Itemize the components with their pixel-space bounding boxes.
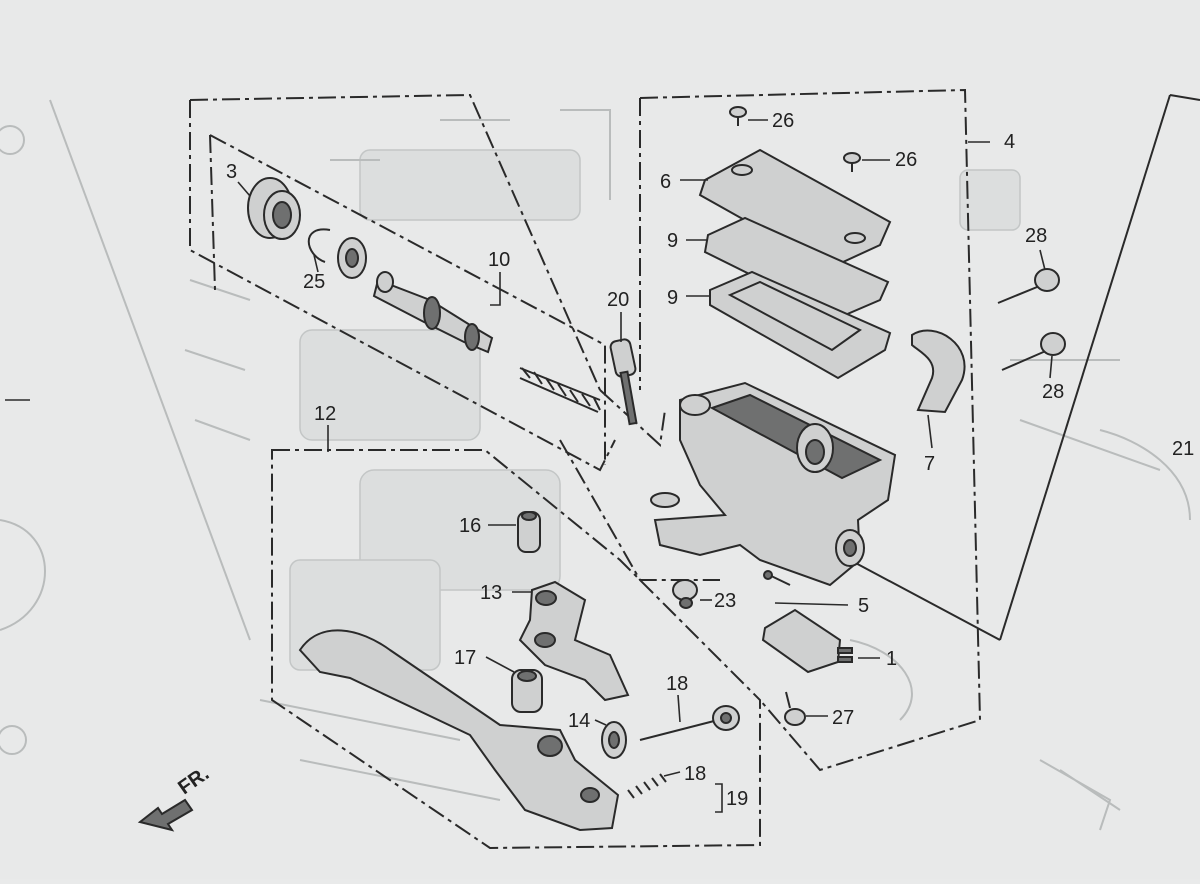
assembly-outlines	[189, 88, 1200, 850]
part-26-screw-upper	[729, 106, 747, 126]
callout-26b: 26	[895, 149, 917, 171]
piston-spring	[519, 367, 601, 413]
part-18-spring	[627, 773, 667, 799]
part-28-bolt-upper	[997, 268, 1060, 304]
callout-1: 1	[886, 648, 897, 670]
callout-25: 25	[303, 271, 325, 293]
callouts: 3 25 10 12 20 6 9 9 26 26 4 28 28 7 21 1…	[226, 110, 1194, 810]
part-13-lever-holder	[518, 580, 630, 702]
callout-3: 3	[226, 161, 237, 183]
part-28-bolt-lower	[1001, 332, 1066, 371]
callout-27: 27	[832, 707, 854, 729]
callout-13: 13	[480, 582, 502, 604]
callout-7: 7	[924, 453, 935, 475]
callout-17: 18	[666, 673, 688, 695]
part-10-piston	[372, 271, 494, 354]
callout-16: 17	[454, 647, 476, 669]
callout-21: 21	[1172, 438, 1194, 460]
part-16-bushing	[511, 669, 543, 713]
callout-5: 5	[858, 595, 869, 617]
callout-28a: 28	[1025, 225, 1047, 247]
callout-6: 6	[660, 171, 671, 193]
master-cylinder-body	[650, 381, 897, 587]
part-6-reservoir-cap	[698, 148, 892, 270]
part-14-adjuster-dial	[601, 721, 627, 759]
part-9-diaphragm	[709, 270, 892, 380]
part-17-adjuster-bolt	[639, 705, 740, 741]
callout-18: 18	[684, 763, 706, 785]
part-20-push-rod	[609, 338, 638, 426]
callout-15: 16	[459, 515, 481, 537]
part-23-boot	[672, 579, 698, 609]
callout-26a: 26	[772, 110, 794, 132]
part-26-screw-lower	[843, 152, 861, 172]
part-15-collar	[517, 511, 541, 553]
part-25-circlip	[307, 228, 331, 263]
brake-lever	[298, 629, 620, 832]
callout-23: 23	[714, 590, 736, 612]
part-8-diaphragm-plate	[703, 216, 890, 320]
callout-20: 20	[607, 289, 629, 311]
callout-14: 14	[568, 710, 590, 732]
part-1-brake-switch	[761, 608, 853, 674]
leader-lines	[5, 119, 1053, 813]
callout-4: 4	[1004, 131, 1015, 153]
callout-10: 10	[488, 249, 510, 271]
callout-9: 9	[667, 287, 678, 309]
part-27-screw	[784, 691, 806, 726]
washer	[337, 237, 367, 279]
part-3-piston-cup	[247, 177, 301, 240]
callout-8: 9	[667, 230, 678, 252]
callout-19: 19	[726, 788, 748, 810]
callout-12: 12	[314, 403, 336, 425]
callout-28b: 28	[1042, 381, 1064, 403]
part-7-holder	[911, 329, 966, 414]
part-5-pin	[763, 570, 791, 586]
